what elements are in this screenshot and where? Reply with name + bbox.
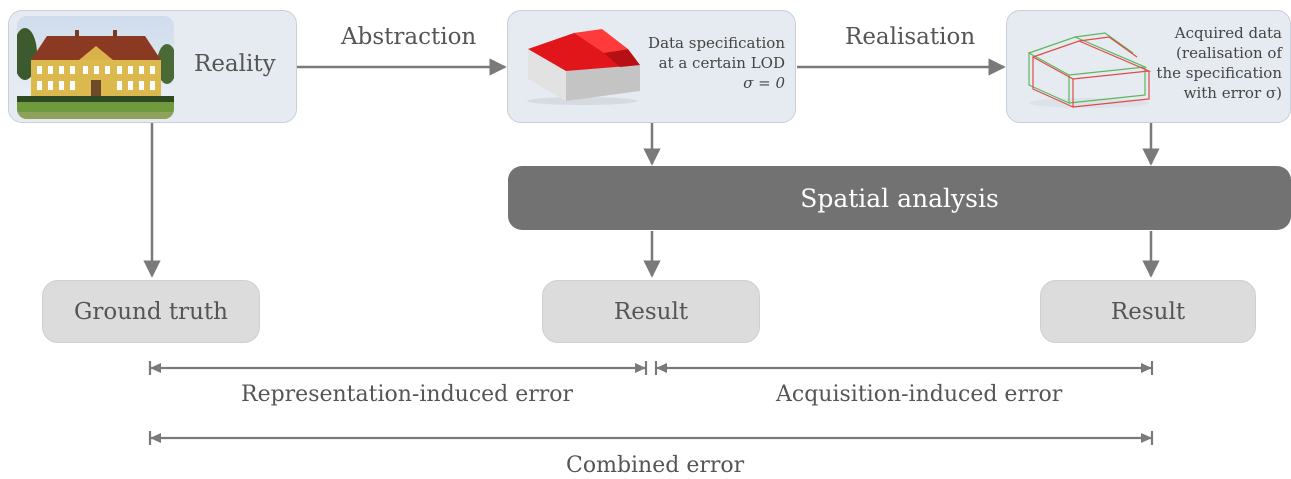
- acquired-line3: the specification: [1156, 64, 1282, 82]
- acquired-data-text: Acquired data (realisation of the specif…: [1156, 23, 1282, 103]
- result-right-box: Result: [1040, 280, 1256, 343]
- abstraction-label: Abstraction: [341, 24, 477, 50]
- representation-error-label: Representation-induced error: [241, 382, 574, 407]
- acquired-line4: with error σ): [1183, 84, 1282, 102]
- spatial-analysis-bar: Spatial analysis: [508, 166, 1291, 230]
- result-mid-box: Result: [542, 280, 760, 343]
- acquired-line1: Acquired data: [1174, 24, 1282, 42]
- spatial-analysis-label: Spatial analysis: [800, 183, 999, 213]
- reality-box: Reality: [8, 10, 297, 123]
- specification-text: Data specification at a certain LOD σ = …: [648, 33, 785, 93]
- specification-box: Data specification at a certain LOD σ = …: [507, 10, 796, 123]
- combined-error-range: [148, 431, 1154, 445]
- acquired-line2: (realisation of: [1176, 44, 1282, 62]
- specification-line1: Data specification: [648, 34, 785, 52]
- reality-label: Reality: [194, 51, 276, 77]
- result-right-label: Result: [1110, 298, 1186, 325]
- representation-error-range: [148, 361, 648, 375]
- ground-truth-label: Ground truth: [74, 298, 228, 325]
- acquired-data-box: Acquired data (realisation of the specif…: [1006, 10, 1291, 123]
- specification-line2: at a certain LOD: [658, 54, 785, 72]
- realisation-label: Realisation: [845, 24, 976, 50]
- acquisition-error-label: Acquisition-induced error: [776, 382, 1063, 407]
- combined-error-label: Combined error: [566, 453, 745, 478]
- wireframe-building-model-icon: [1021, 29, 1156, 109]
- ground-truth-box: Ground truth: [42, 280, 260, 343]
- red-roof-building-model-icon: [522, 25, 647, 105]
- specification-sigma: σ = 0: [743, 74, 785, 92]
- result-mid-label: Result: [613, 298, 689, 325]
- acquisition-error-range: [654, 361, 1154, 375]
- manor-house-photo-icon: [17, 16, 174, 119]
